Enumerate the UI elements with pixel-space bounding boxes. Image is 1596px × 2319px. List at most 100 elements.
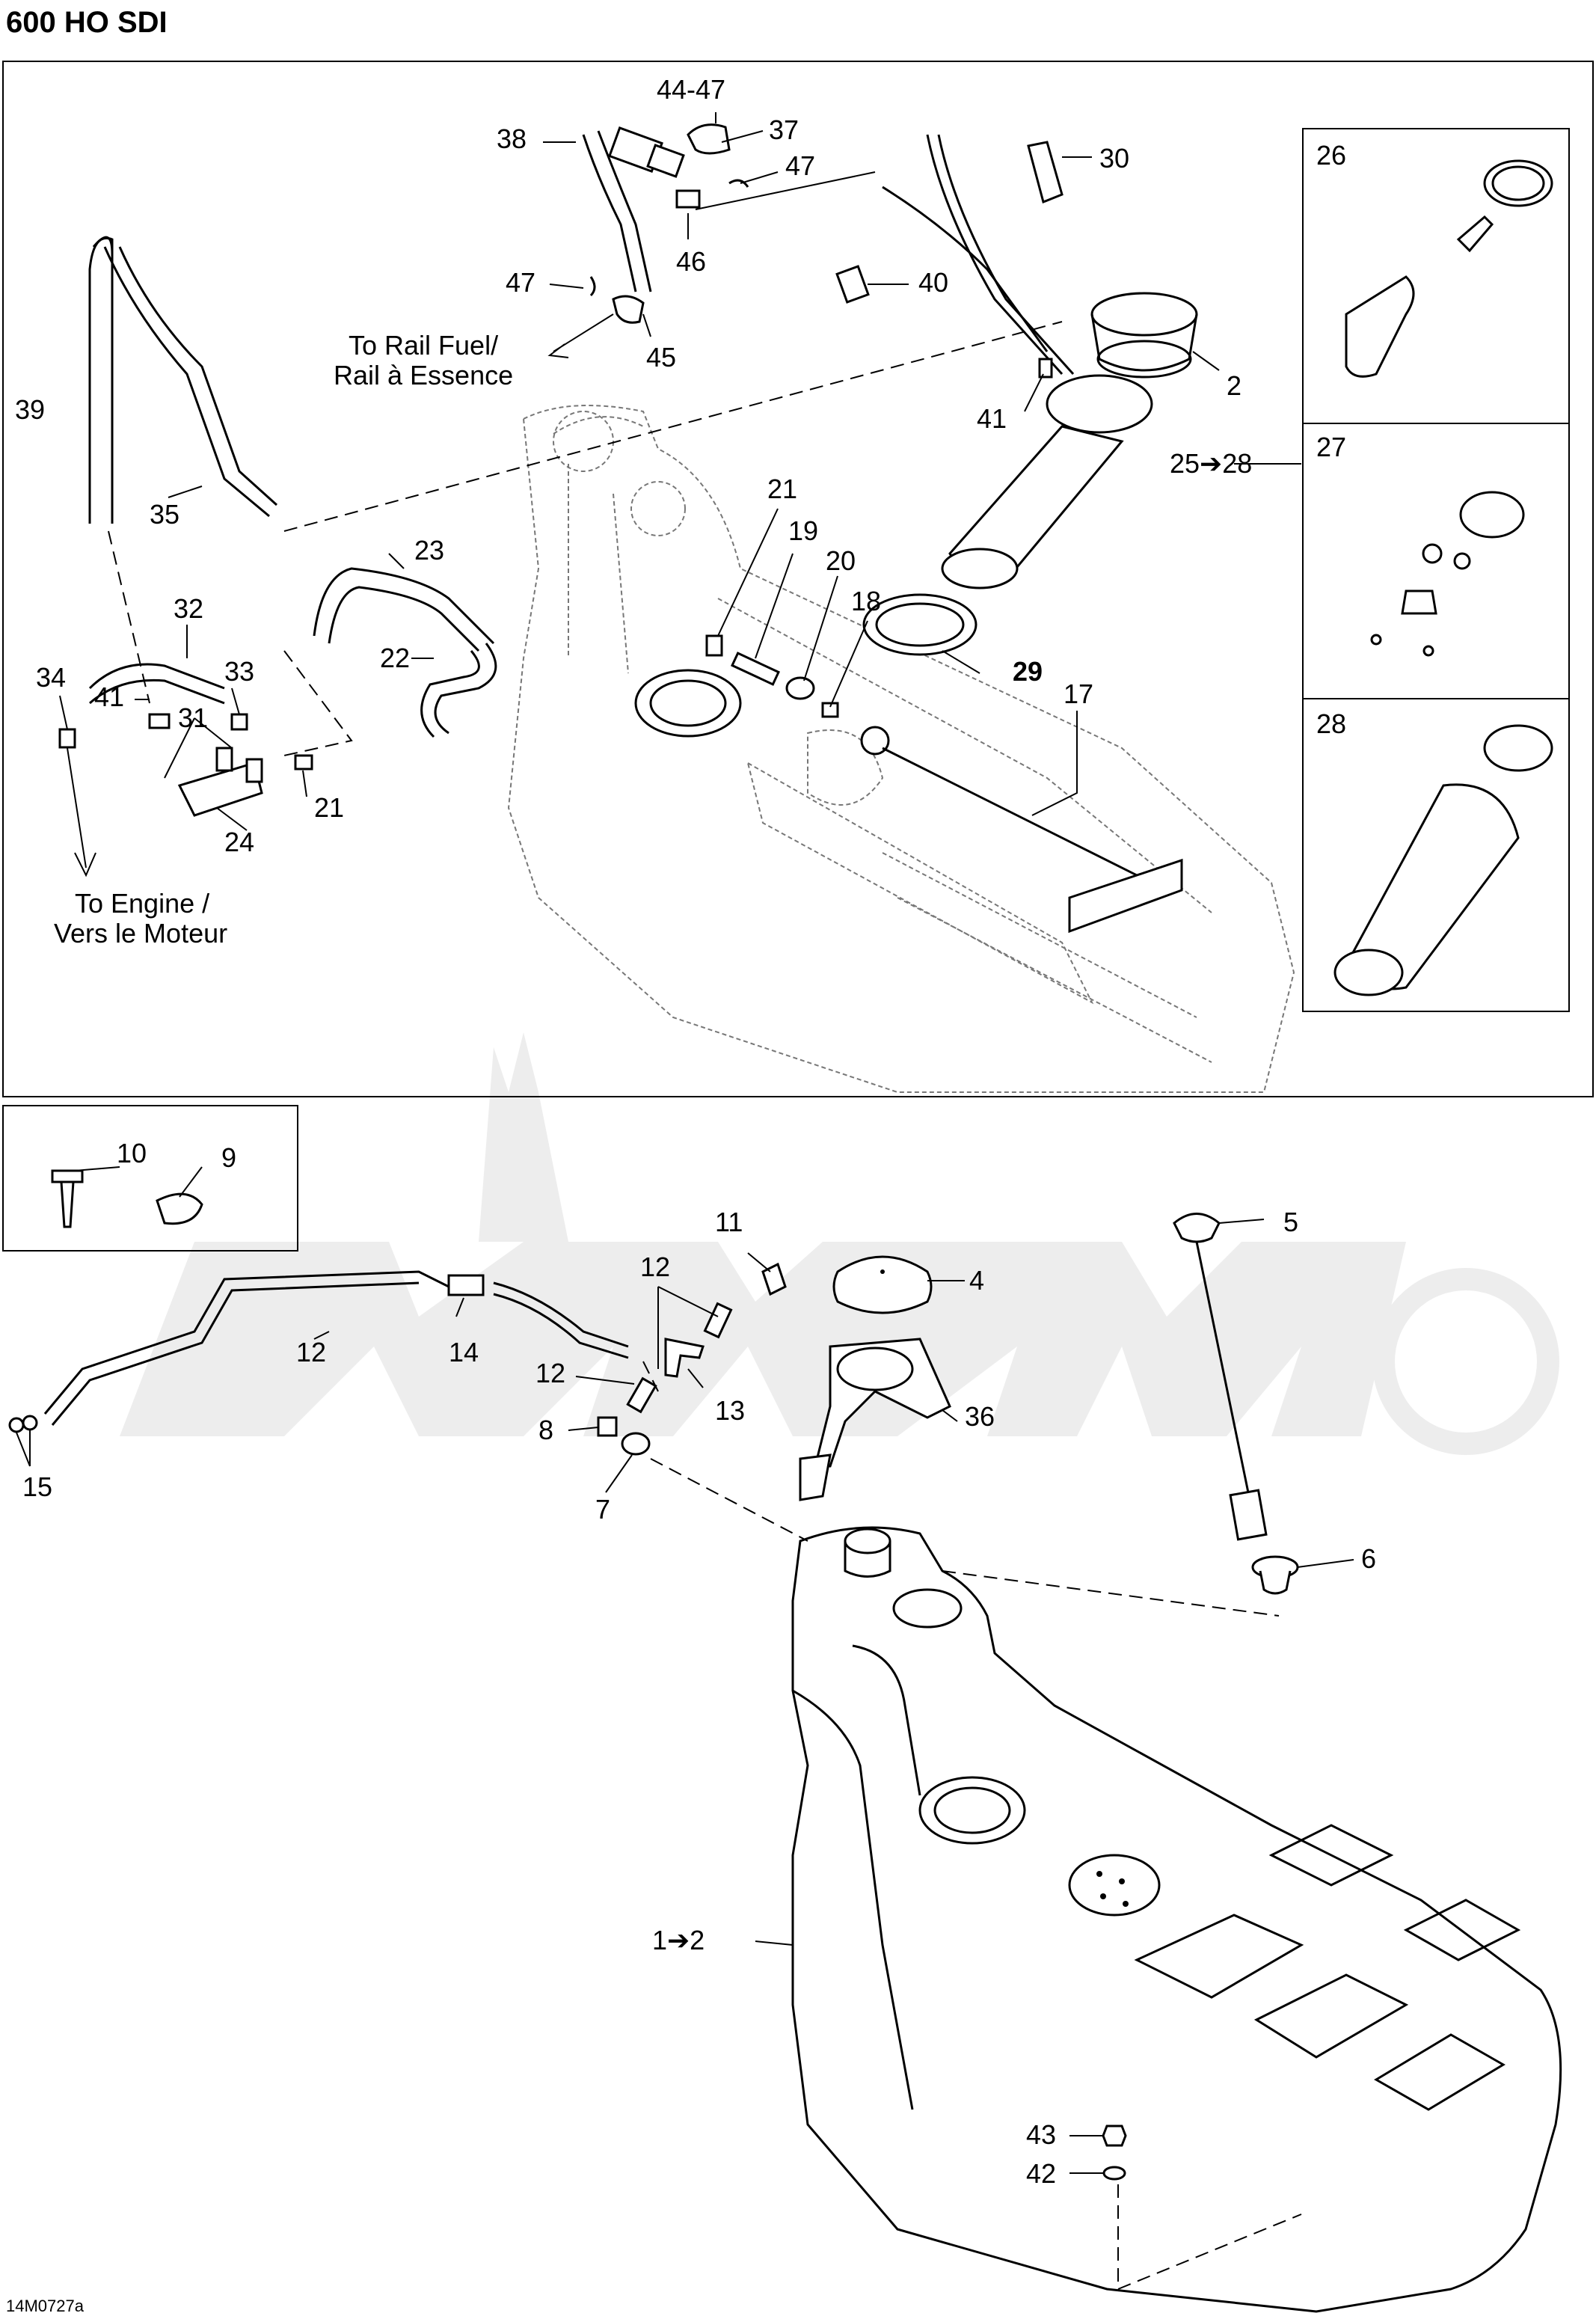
callout-4: 4	[969, 1265, 984, 1296]
callout-9: 9	[221, 1142, 236, 1173]
callout-12b: 12	[296, 1337, 326, 1367]
fitting-34	[58, 728, 76, 749]
inset-27	[1302, 423, 1570, 699]
callout-45: 45	[646, 342, 676, 373]
dipstick-5	[1173, 1213, 1268, 1541]
callout-38: 38	[497, 123, 527, 154]
callout-7: 7	[595, 1494, 610, 1525]
inset-28	[1302, 698, 1570, 1012]
callout-31: 31	[178, 702, 208, 733]
vent-hose-12d	[626, 1376, 657, 1414]
valve-11	[761, 1262, 787, 1296]
callout-41a: 41	[977, 403, 1007, 434]
callout-39: 39	[15, 394, 45, 425]
fitting-46	[675, 189, 701, 209]
vent-hose-12	[43, 1270, 449, 1426]
fitting-41a	[148, 713, 171, 729]
callout-46: 46	[676, 246, 706, 277]
callout-25-28: 25➔28	[1170, 448, 1252, 479]
hose-38	[582, 126, 685, 292]
callout-24: 24	[224, 827, 254, 857]
callout-42: 42	[1026, 2158, 1056, 2189]
hose-22	[420, 643, 497, 738]
callout-labels: 44-47 37 38 47 30 46 47 40 45 2 41 25➔28…	[15, 74, 1376, 2189]
clamp-33	[230, 713, 248, 731]
tee-13	[664, 1338, 705, 1378]
elbow-45	[612, 295, 645, 324]
callout-35: 35	[150, 499, 179, 530]
clip-18	[821, 702, 839, 718]
fuel-line-to-pump	[695, 134, 1075, 376]
callout-33: 33	[224, 656, 254, 687]
callout-6: 6	[1361, 1543, 1376, 1574]
callout-40: 40	[918, 267, 948, 298]
grommet-6	[1251, 1555, 1299, 1595]
callout-12c: 12	[535, 1358, 565, 1388]
note-engine-line1: To Engine /	[75, 888, 209, 919]
callout-30: 30	[1099, 143, 1129, 174]
hose-35	[103, 246, 278, 518]
inset-26	[1302, 128, 1570, 424]
vent-hose-12b	[493, 1281, 629, 1359]
clip-47a	[728, 179, 749, 188]
vent-valve-24	[177, 747, 263, 817]
callout-47b: 47	[506, 267, 535, 298]
connector-washer-tank	[1117, 2184, 1302, 2291]
hose-32	[88, 663, 225, 705]
callout-41b: 41	[94, 681, 124, 712]
arrow-to-rail	[547, 313, 614, 358]
callout-34: 34	[36, 662, 66, 693]
ghost-fuel-tank	[507, 405, 1295, 1093]
grommet-7	[621, 1432, 651, 1456]
top-panel-frame	[2, 61, 1594, 1097]
bracket-36	[799, 1338, 951, 1501]
callout-18: 18	[851, 586, 881, 616]
callout-26: 26	[1316, 140, 1346, 171]
lock-ring-2	[1090, 292, 1198, 379]
callout-44-47: 44-47	[657, 74, 725, 105]
clip-47b	[589, 276, 596, 297]
fitting-41b	[1038, 358, 1053, 379]
fuel-pump-module	[941, 374, 1153, 589]
callout-8: 8	[538, 1415, 553, 1445]
connector-grommet-tank	[650, 1458, 808, 1542]
clamp-15b	[22, 1415, 38, 1431]
callout-14: 14	[449, 1337, 479, 1367]
diagram-title: 600 HO SDI	[6, 6, 168, 39]
callout-28: 28	[1316, 708, 1346, 739]
vent-hose-12c	[703, 1302, 733, 1339]
note-rail-line1: To Rail Fuel/	[349, 330, 498, 361]
callout-21b: 21	[314, 792, 344, 823]
clamp-21b	[294, 754, 313, 771]
clamp-15a	[8, 1417, 25, 1433]
seal-20	[785, 676, 815, 700]
callout-22: 22	[380, 643, 410, 673]
leader-lines	[16, 112, 1354, 2174]
connector-35-tank	[283, 321, 1063, 532]
callout-15: 15	[22, 1471, 52, 1502]
grommet-40	[835, 265, 870, 304]
callout-5: 5	[1283, 1207, 1298, 1237]
watermark-logo	[120, 1032, 1559, 1455]
callout-2: 2	[1227, 370, 1241, 401]
figure-code: 14M0727a	[6, 2297, 85, 2315]
clip-9	[156, 1192, 203, 1225]
hose-23	[313, 567, 495, 652]
nut-43	[1102, 2125, 1127, 2147]
callout-27: 27	[1316, 432, 1346, 462]
callout-21a: 21	[767, 474, 797, 504]
callout-10: 10	[117, 1138, 147, 1168]
callout-43: 43	[1026, 2119, 1056, 2150]
callout-37: 37	[769, 114, 799, 145]
callout-32: 32	[174, 593, 203, 624]
note-engine-line2: Vers le Moteur	[54, 918, 227, 949]
arrow-to-engine	[67, 747, 96, 877]
connector-hose-valve	[283, 650, 353, 756]
callout-23: 23	[414, 535, 444, 566]
routing-notes: To Rail Fuel/ Rail à Essence To Engine /…	[54, 330, 513, 949]
callout-47a: 47	[785, 150, 815, 181]
fuel-tank-1	[791, 1526, 1562, 2313]
fuel-level-sender-17	[860, 726, 1183, 934]
bracket-30	[1027, 141, 1064, 204]
